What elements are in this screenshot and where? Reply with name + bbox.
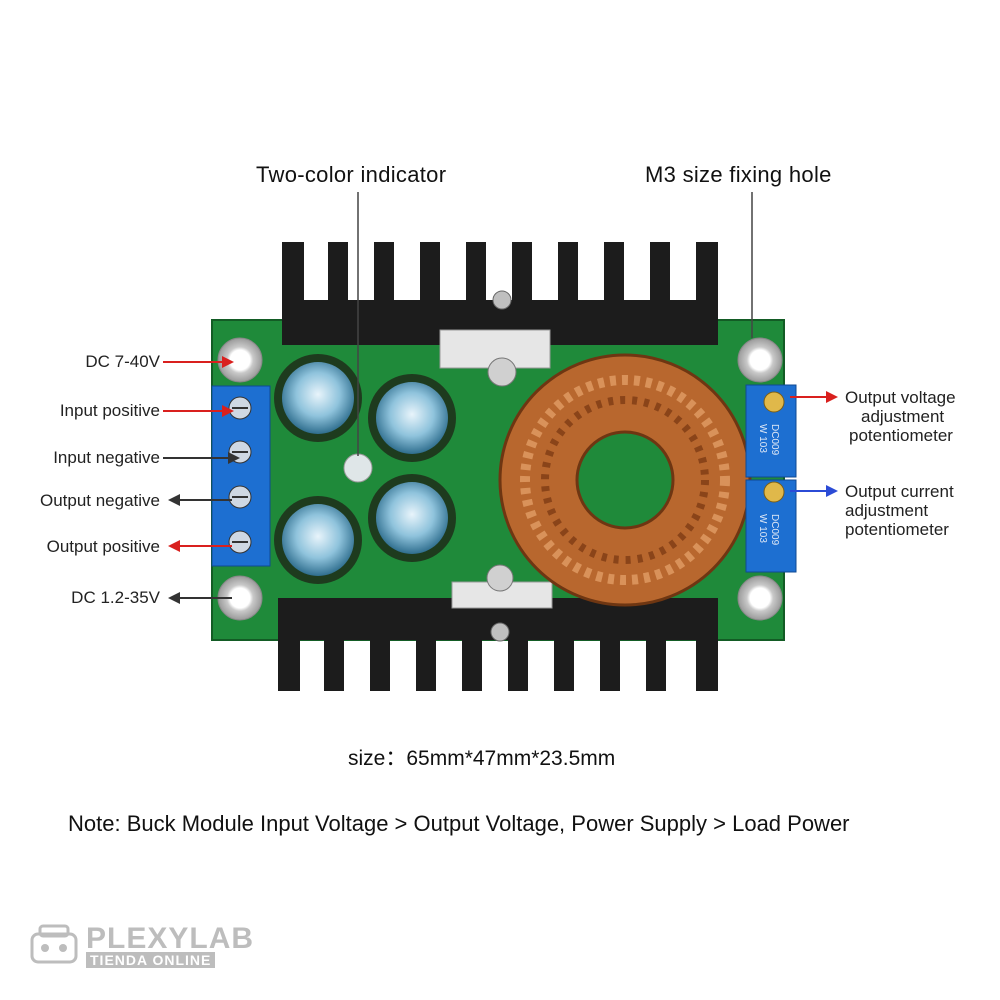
pot-marking-4: DC009 — [769, 514, 780, 546]
dc-input-range-label: DC 7-40V — [85, 352, 160, 371]
toroid-inductor — [498, 353, 752, 607]
bottom-heatsink — [278, 598, 718, 691]
current-pot-line-1: Output current — [845, 482, 954, 501]
voltage-pot-line-3: potentiometer — [849, 426, 953, 445]
potentiometers — [745, 384, 797, 573]
m3-fixing-hole-label: M3 size fixing hole — [645, 162, 832, 187]
logo-brand: PLEXYLAB — [86, 922, 255, 955]
pot-marking-2: DC009 — [769, 424, 780, 456]
plexylab-logo: PLEXYLAB TIENDA ONLINE — [28, 922, 253, 970]
output-negative-label: Output negative — [39, 491, 160, 510]
two-color-indicator-label: Two-color indicator — [256, 162, 447, 187]
voltage-pot-label: Output voltage adjustment potentiometer — [845, 388, 956, 445]
output-positive-label: Output positive — [46, 537, 160, 556]
pot-marking-1: W 103 — [757, 424, 768, 453]
left-arrows — [163, 356, 240, 604]
screw-terminal-block — [211, 385, 271, 567]
current-pot-line-3: potentiometer — [845, 520, 949, 539]
note-text: Note: Buck Module Input Voltage > Output… — [68, 811, 850, 836]
voltage-pot-line-1: Output voltage — [845, 388, 956, 407]
dc-output-range-label: DC 1.2-35V — [71, 588, 160, 607]
two-color-led — [343, 453, 373, 483]
plexylab-logo-icon — [30, 924, 78, 964]
logo-tagline: TIENDA ONLINE — [86, 952, 216, 968]
voltage-pot-line-2: adjustment — [861, 407, 945, 426]
capacitors — [274, 354, 456, 584]
current-pot-line-2: adjustment — [845, 501, 929, 520]
size-caption: size：65mm*47mm*23.5mm — [348, 747, 616, 770]
input-positive-label: Input positive — [59, 401, 160, 420]
current-pot-label: Output current adjustment potentiometer — [845, 482, 954, 539]
pot-marking-3: W 103 — [757, 514, 768, 543]
right-arrows — [790, 391, 838, 497]
input-negative-label: Input negative — [53, 448, 160, 467]
